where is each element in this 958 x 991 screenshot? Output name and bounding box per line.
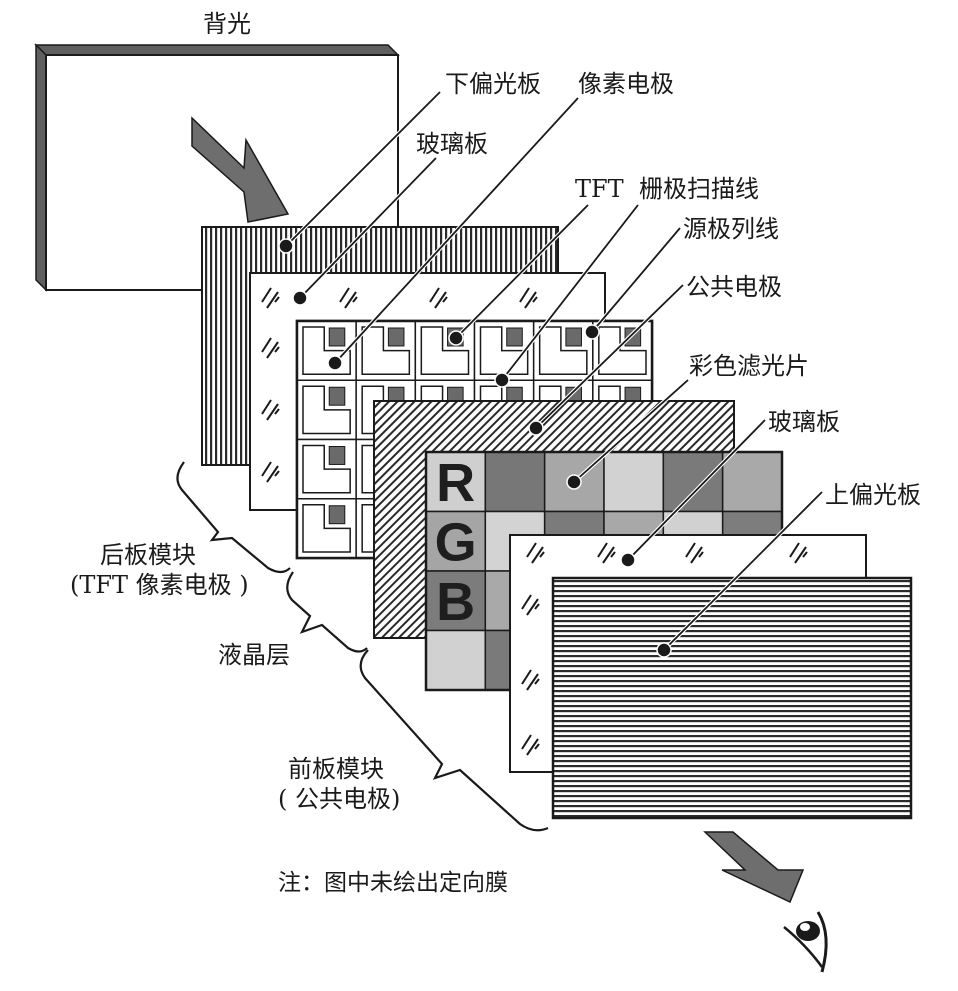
pixel-electrode [598,326,647,375]
color-filter-cell [484,451,546,513]
upper-polarizer-layer [551,576,913,820]
pixel-electrode [420,326,470,375]
leader-dot [528,420,544,436]
leader-dot [620,552,636,568]
leader-line [620,418,767,568]
liquid-crystal-brace [286,571,368,653]
label-color-filter: 彩色滤光片 [689,352,809,380]
label-source-column-line: 源极列线 [683,215,779,243]
label-glass-plate-rear: 玻璃板 [416,130,488,158]
group-braces [176,461,549,832]
color-filter-cell [721,451,783,513]
pixel-electrode [302,504,351,553]
glass-mark-icon [261,337,280,359]
color-letter-r: R [436,453,475,513]
leader-lines [278,90,824,658]
glass-mark-icon [339,287,358,309]
leader-dot [278,238,294,254]
leader-line [494,203,640,388]
tft-transistor [328,446,346,465]
pixel-electrode [361,326,411,375]
tft-transistor [328,386,346,406]
leader-dot [584,324,600,340]
leader-line [656,490,824,658]
leader-dot [494,372,510,388]
leader-line [448,203,590,346]
glass-mark-icon [519,287,538,309]
color-filter-cell [425,629,487,691]
label-common-electrode: 公共电极 [686,273,782,301]
leader-line [327,96,580,371]
leader-line [566,378,690,490]
label-pixel-electrode: 像素电极 [578,70,674,98]
color-letter-g: G [435,512,477,572]
glass-mark-icon [789,542,808,564]
glass-reflection-marks [521,542,808,756]
pixel-cell [296,379,357,441]
color-filter-cell [425,510,487,572]
label-backlight: 背光 [203,10,251,38]
label-front-module: 前板模块 [288,755,384,783]
glass-mark-icon [526,542,545,564]
glass-mark-icon [521,669,540,691]
pixel-cell [532,320,594,381]
leader-line [292,156,438,306]
glass-mark-icon [261,399,280,421]
label-lower-polarizer: 下偏光板 [445,70,541,98]
glass-reflection-marks [261,287,538,483]
pixel-electrode [302,385,351,435]
glass-mark-icon [261,461,280,483]
label-tft: TFT [575,175,624,203]
color-letter-b: B [436,572,475,632]
label-rear-module: 后板模块 [100,541,196,569]
leader-line [584,226,682,340]
tft-transistor [328,505,346,525]
leader-dot [448,330,464,346]
color-filter-cell [603,451,665,513]
glass-mark-icon [521,594,540,616]
glass-mark-icon [261,287,280,309]
leader-dot [292,290,308,306]
figure-note: 注：图中未绘出定向膜 [278,870,508,896]
leader-line [528,283,685,436]
tft-transistor [565,327,582,347]
glass-mark-icon [685,542,704,564]
color-filter-cell [662,451,724,513]
leader-dot [566,474,582,490]
tft-transistor [328,327,346,347]
label-liquid-crystal: 液晶层 [218,641,290,669]
light-out-arrow-icon [703,831,805,904]
viewer-eye-icon [783,911,828,973]
pixel-cell [592,320,653,381]
glass-mark-icon [429,287,448,309]
tft-transistor [387,327,405,347]
label-rear-module-sub: (TFT 像素电极 ) [70,571,249,599]
light-in-arrow-icon [191,116,290,223]
pixel-electrode [538,326,588,375]
leader-dot [656,642,672,658]
glass-mark-icon [521,734,540,756]
glass-mark-icon [597,542,616,564]
front-module-brace [359,649,549,832]
pixel-cell [296,498,357,559]
pixel-electrode [302,444,351,494]
leader-line [278,90,442,254]
tft-transistor [506,327,523,347]
label-upper-polarizer: 上偏光板 [825,481,921,509]
label-gate-scan-line: 栅极扫描线 [639,175,759,203]
pixel-cell [296,438,357,500]
label-front-module-sub: ( 公共电极) [278,785,400,813]
label-glass-plate-front: 玻璃板 [768,408,840,436]
rear-module-brace [176,461,291,574]
leader-dot [327,355,343,371]
